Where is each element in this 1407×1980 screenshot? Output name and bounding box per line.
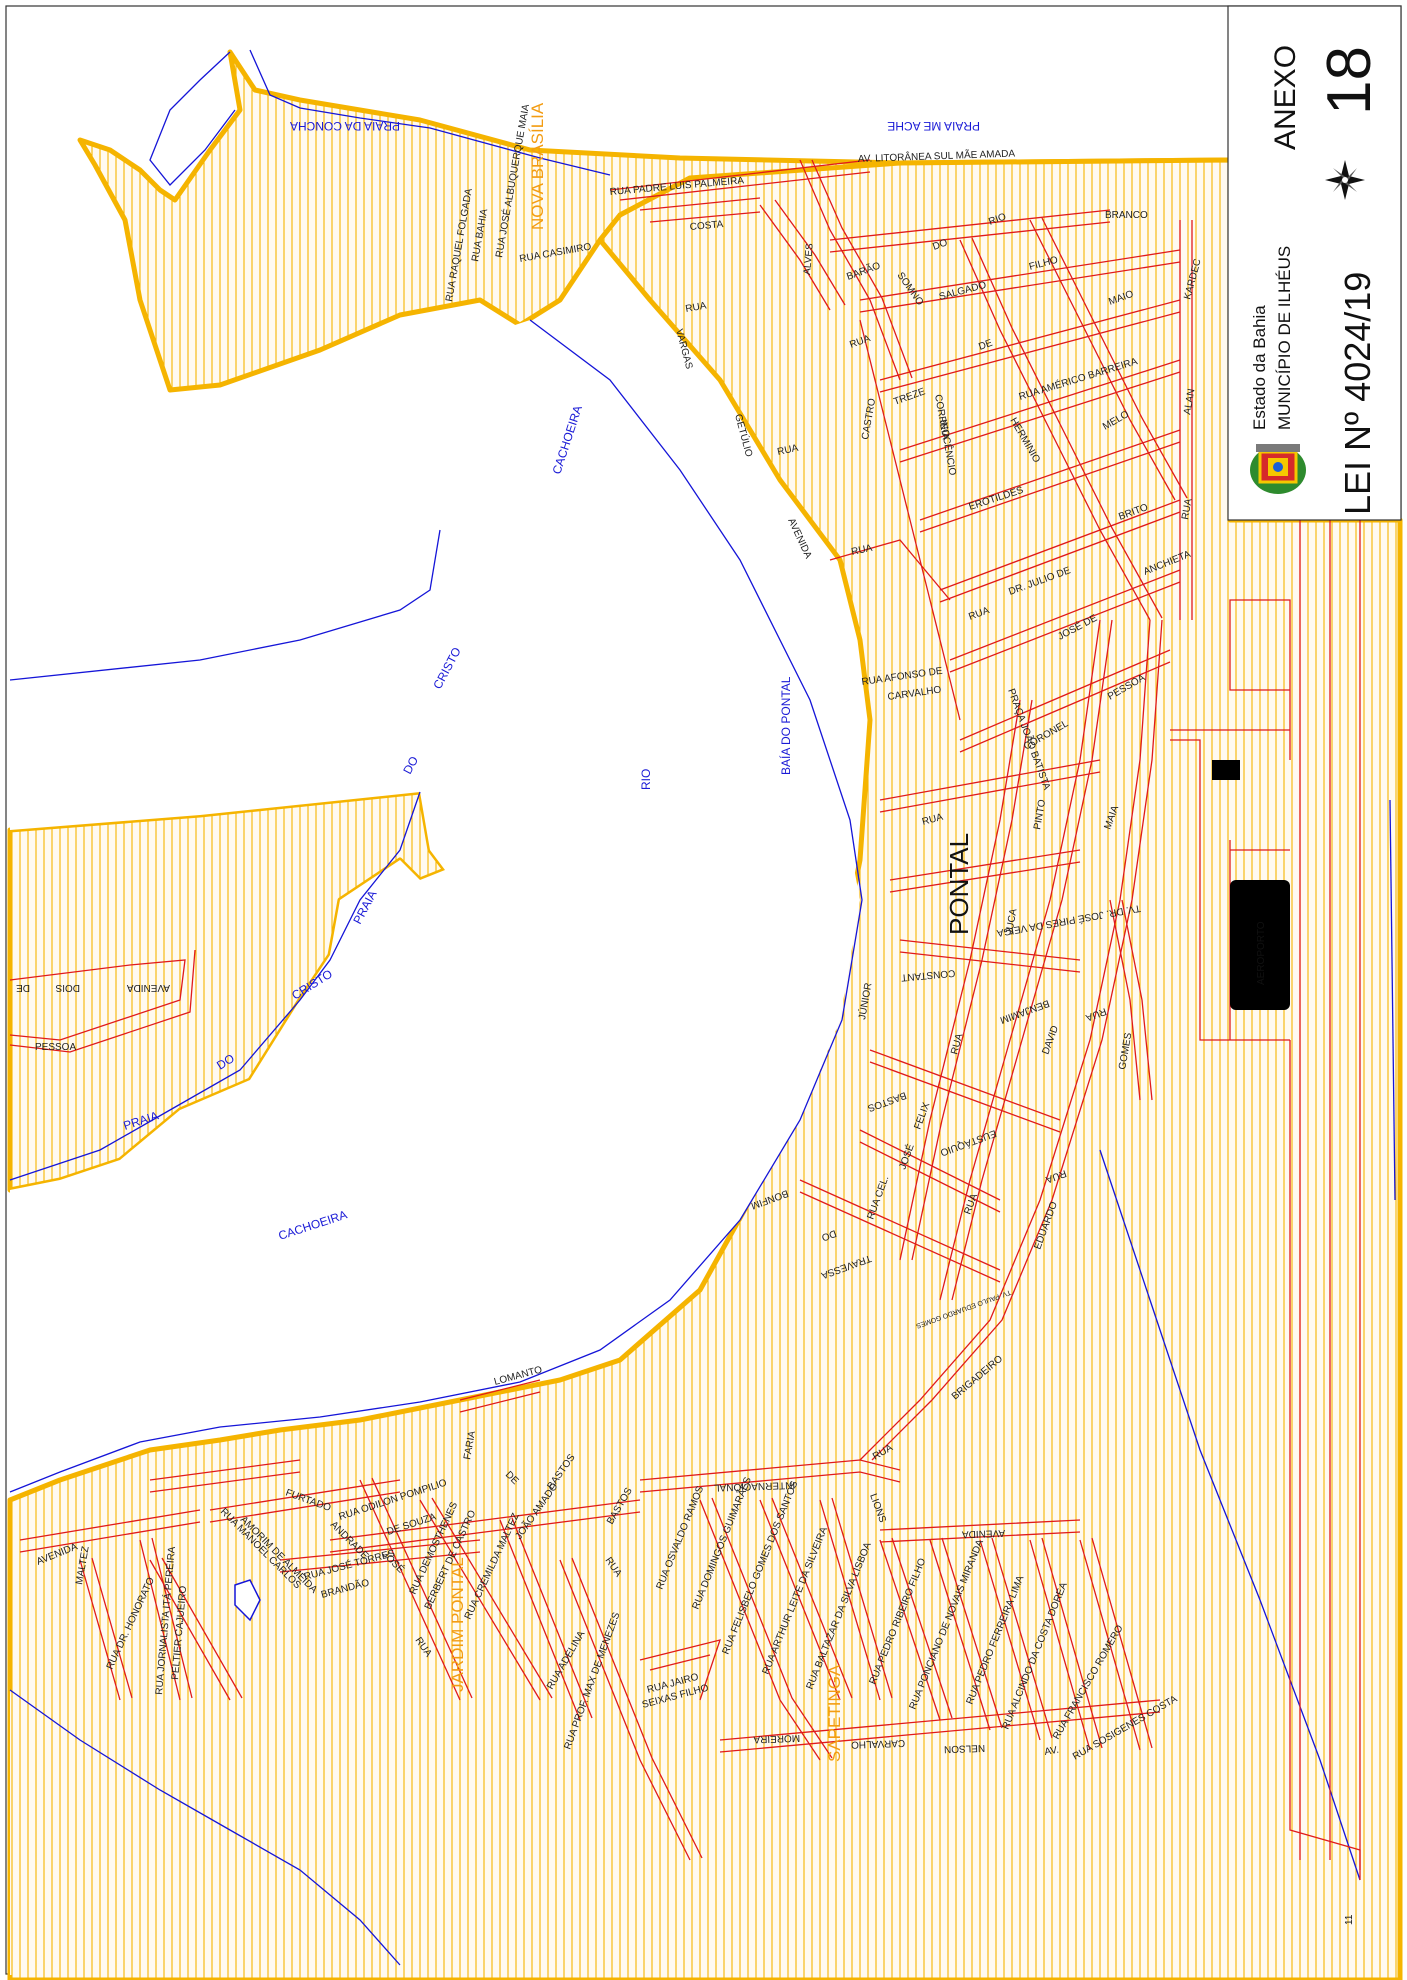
street-rua-a: RUA: [685, 300, 708, 315]
sheet-number: 11: [1344, 1914, 1355, 1925]
coat-of-arms-icon: [1250, 444, 1306, 494]
zoning-areas: [7, 49, 1403, 1980]
label-praia-me-ache: PRAIA ME ACHE: [887, 119, 980, 133]
lagoon: [234, 1579, 261, 1622]
label-aeroporto: AEROPORTO: [1256, 921, 1267, 985]
label-jardim-pontal: JARDIM PONTAL: [448, 1557, 467, 1692]
zone-lower-left: [10, 1690, 420, 1975]
street-rua-d: RUA: [1180, 497, 1195, 520]
state-text: Estado da Bahia: [1250, 305, 1269, 430]
street-faria: FARIA: [462, 1430, 478, 1461]
label-pontal: PONTAL: [944, 833, 974, 935]
street-moreira: MOREIRA: [753, 1732, 800, 1745]
anexo-number: 18: [1315, 46, 1384, 115]
street-branco: BRANCO: [1105, 210, 1148, 221]
street-costa: COSTA: [689, 219, 724, 233]
street-de2: DE: [16, 982, 30, 993]
bay: [9, 320, 860, 1490]
north-compass-icon: [1325, 160, 1365, 200]
law-text: LEI Nº 4024/19: [1337, 272, 1378, 515]
street-rua-i: RUA: [949, 1032, 965, 1056]
street-do2: DO: [820, 1227, 838, 1243]
label-nova-brasilia: NOVA BRASÍLIA: [528, 102, 547, 230]
street-alan: ALAN: [1182, 388, 1197, 416]
street-pinto: PINTO: [1032, 798, 1048, 830]
label-praia-da-concha: PRAIA DA CONCHA: [290, 119, 400, 133]
anexo-label: ANEXO: [1269, 45, 1302, 150]
street-rua-e: RUA: [850, 543, 873, 558]
street-nelson: NELSON: [944, 1742, 985, 1754]
street-constant: CONSTANT: [901, 967, 956, 983]
street-avenida2: AVENIDA: [961, 1527, 1005, 1540]
street-do: DO: [931, 237, 949, 253]
municipality-text: MUNICÍPIO DE ILHÉUS: [1275, 246, 1294, 430]
street-rua-g: RUA: [921, 812, 945, 828]
label-baia-do-pontal: BAÍA DO PONTAL: [778, 676, 793, 775]
street-rua-c: RUA: [776, 443, 799, 458]
road-network: [9, 159, 1361, 1880]
label-rio: RIO: [639, 769, 653, 790]
street-alves: ALVES: [802, 243, 816, 276]
street-avenida4: AVENIDA: [127, 982, 170, 993]
neighborhood-labels: NOVA BRASÍLIA PONTAL JARDIM PONTAL SAPET…: [448, 102, 974, 1762]
label-sapetinga: SAPETINGA: [825, 1664, 844, 1762]
street-carvalho2: CARVALHO: [851, 1737, 906, 1750]
title-block: ANEXO 18 Estado da Bahia MUNICÍPIO DE IL…: [1227, 5, 1402, 521]
street-de: DE: [977, 338, 994, 353]
street-juca: JUCA: [1004, 908, 1019, 936]
street-av: AV.: [1044, 1745, 1060, 1758]
street-internacional: INTERNACIONAL: [713, 1479, 795, 1493]
street-dois: DOIS: [55, 982, 80, 993]
shorelines: [9, 49, 1396, 1966]
street-pessoa2: PESSOA: [35, 1042, 76, 1053]
